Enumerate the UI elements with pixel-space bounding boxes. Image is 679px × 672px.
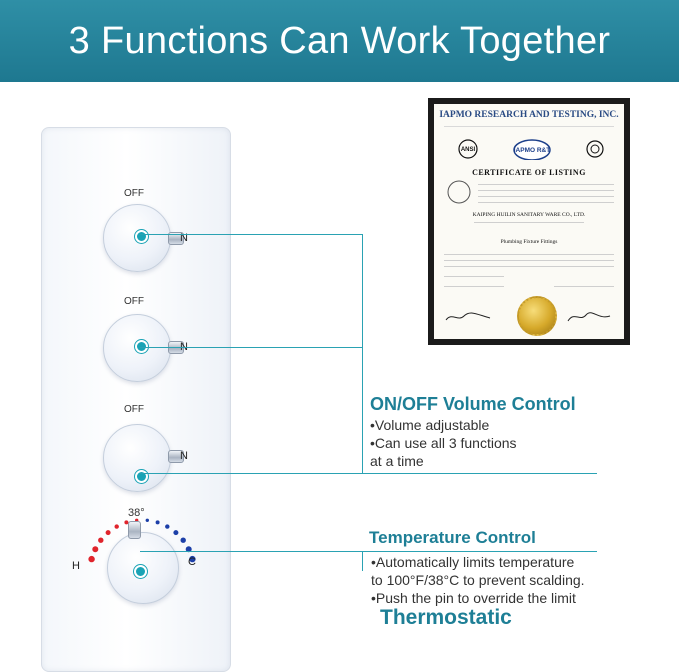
temperature-scale-dot (173, 530, 179, 536)
temperature-pin-icon (128, 521, 141, 539)
volume-line-2: •Can use all 3 functions (370, 435, 517, 451)
cert-text-line-7 (444, 266, 614, 267)
signature-left-icon (445, 312, 491, 321)
volume-line-1: •Volume adjustable (370, 417, 490, 433)
temperature-scale-dot (92, 546, 99, 553)
volume-line-3: at a time (370, 453, 424, 469)
certificate-product: Plumbing Fixture Fittings (500, 239, 558, 245)
cert-text-line-8 (444, 276, 504, 277)
temperature-line-2: to 100°F/38°C to prevent scalding. (371, 572, 585, 588)
cert-text-line-5 (444, 254, 614, 255)
temperature-scale-dot (114, 524, 119, 529)
cert-text-line-9 (444, 286, 504, 287)
cert-text-line-6 (444, 260, 614, 261)
off-label-2: OFF (124, 296, 144, 307)
csa-logo-icon (586, 140, 604, 158)
cold-label: C (188, 556, 196, 568)
cert-text-line-4 (478, 202, 614, 203)
temperature-scale-dot (124, 520, 129, 525)
svg-text:IAPMO R&T: IAPMO R&T (514, 147, 551, 154)
volume-control-title: ON/OFF Volume Control (370, 394, 576, 414)
temperature-scale-dot (105, 530, 111, 536)
connector-temp-horizontal (362, 551, 597, 552)
shower-control-panel: OFF N OFF N OFF N 38° H C (41, 127, 231, 672)
temperature-marker-icon (134, 565, 147, 578)
iapmo-logo-icon: IAPMO R&T (513, 139, 551, 160)
temperature-control-title: Temperature Control (369, 528, 536, 547)
upc-seal-icon (447, 180, 471, 204)
temperature-scale-dot (165, 524, 170, 529)
temperature-scale-icon (88, 518, 196, 563)
certificate: IAPMO RESEARCH AND TESTING, INC. ANSI IA… (434, 104, 624, 339)
signature-right-icon (567, 312, 611, 322)
temperature-scale-dot (180, 537, 186, 543)
temperature-scale-dot (145, 518, 149, 522)
ansi-logo-icon: ANSI (458, 139, 478, 159)
off-label-1: OFF (124, 188, 144, 199)
cert-text-line-2 (478, 190, 614, 191)
temperature-scale-dot (88, 555, 95, 563)
connector-line-2 (140, 347, 362, 348)
override-pin-3-icon (168, 450, 184, 463)
cert-divider (444, 126, 614, 127)
cert-text-line-3 (478, 196, 614, 197)
override-pin-1-icon (168, 232, 184, 245)
on-label-3: N (180, 450, 188, 462)
title-banner: 3 Functions Can Work Together (0, 0, 679, 82)
connector-line-3 (140, 473, 597, 474)
certificate-company: KAIPING HUILIN SANITARY WARE CO., LTD. (472, 212, 586, 218)
svg-text:ANSI: ANSI (461, 147, 476, 153)
knob-3-marker-icon (135, 470, 148, 483)
cert-text-line-10 (554, 286, 614, 287)
temperature-scale-dot (155, 520, 160, 525)
temperature-line-3: •Push the pin to override the limit (371, 590, 576, 606)
gold-seal-icon (517, 296, 557, 336)
hot-label: H (72, 560, 80, 572)
temperature-line-1: •Automatically limits temperature (371, 554, 575, 570)
off-label-3: OFF (124, 404, 144, 415)
knob-1-marker-icon (135, 230, 148, 243)
banner-title: 3 Functions Can Work Together (68, 19, 611, 62)
certificate-frame: IAPMO RESEARCH AND TESTING, INC. ANSI IA… (428, 98, 630, 345)
temperature-scale-dot (98, 537, 104, 543)
knob-2-marker-icon (135, 340, 148, 353)
connector-temp-vertical (362, 551, 363, 571)
connector-line-1 (140, 234, 362, 235)
certificate-org: IAPMO RESEARCH AND TESTING, INC. (439, 110, 619, 120)
thermostatic-label: Thermostatic (380, 606, 512, 629)
connector-vertical (362, 234, 363, 473)
on-label-1: N (180, 232, 188, 244)
connector-line-temp (140, 551, 362, 552)
certificate-heading: CERTIFICATE OF LISTING (472, 168, 586, 177)
cert-text-line-1 (478, 184, 614, 185)
cert-address-line (474, 222, 584, 223)
temperature-scale-dot (189, 555, 196, 563)
temperature-label: 38° (128, 507, 145, 519)
temperature-scale-dot (185, 546, 192, 553)
